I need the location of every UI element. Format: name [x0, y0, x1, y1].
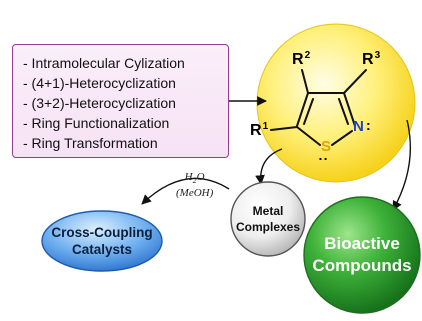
synthesis-methods-list: - Intramolecular Cylization - (4+1)-Hete…: [23, 53, 228, 153]
arrow-to-metal-complexes: [255, 148, 283, 185]
substituent-r2: R2: [292, 50, 311, 68]
cross-coupling-ellipse: [41, 210, 163, 272]
nitrogen-atom: N: [353, 118, 364, 135]
arrow-to-cross-coupling: [141, 177, 230, 205]
synthesis-methods-box: - Intramolecular Cylization - (4+1)-Hete…: [12, 44, 229, 158]
solvent-methanol: (MeOH): [176, 187, 214, 200]
bioactive-circle: [303, 196, 421, 314]
method-item: - Ring Functionalization: [23, 115, 170, 131]
nitrogen-lone-pair: :: [366, 117, 371, 133]
method-item: - Ring Transformation: [23, 135, 158, 151]
metal-complexes-label: Metal Complexes: [235, 204, 301, 234]
bioactive-compounds-label: Bioactive Compounds: [312, 234, 412, 275]
method-item: - (3+2)-Heterocyclization: [23, 95, 176, 111]
solvent-water: H2O: [184, 171, 205, 186]
sulfur-atom: S: [321, 138, 332, 155]
cross-coupling-label: Cross-Coupling Catalysts: [51, 225, 153, 257]
isothiazole-ring: [270, 69, 367, 146]
substituent-r3: R3: [362, 50, 381, 68]
arrow-to-bioactive: [392, 119, 412, 211]
method-item: - (4+1)-Heterocyclization: [23, 75, 176, 91]
isothiazole-circle: [256, 23, 416, 183]
substituent-r1: R1: [250, 121, 269, 139]
metal-complexes-circle: [230, 181, 306, 257]
reaction-conditions: H2O (MeOH): [176, 171, 213, 199]
method-item: - Intramolecular Cylization: [23, 55, 185, 71]
sulfur-lone-pair: :: [316, 156, 333, 162]
